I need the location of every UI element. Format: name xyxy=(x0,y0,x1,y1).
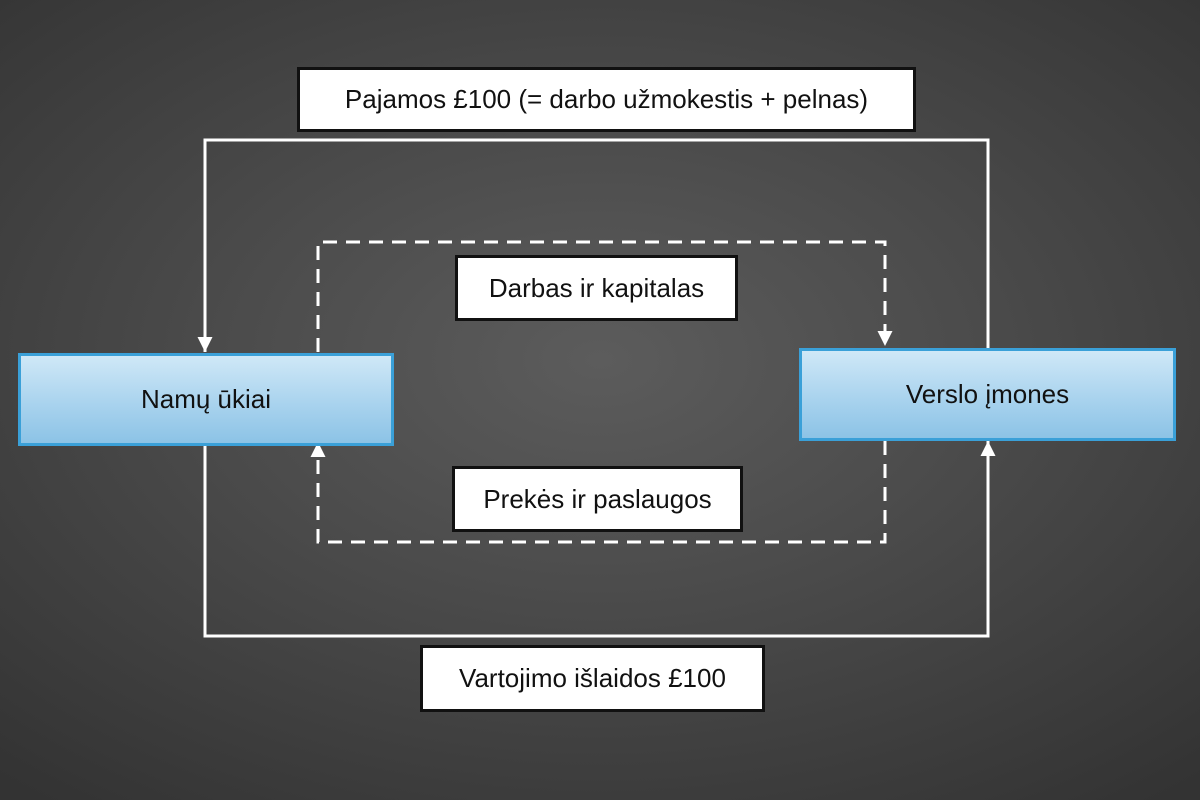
goods-flow-line xyxy=(310,441,887,544)
factors-label: Darbas ir kapitalas xyxy=(455,255,738,321)
spending-label: Vartojimo išlaidos £100 xyxy=(420,645,765,712)
firms-node: Verslo įmones xyxy=(799,348,1176,441)
income-label: Pajamos £100 (= darbo užmokestis + pelna… xyxy=(297,67,916,132)
income-flow-line xyxy=(197,138,990,352)
spending-flow-line xyxy=(203,441,996,638)
goods-label: Prekės ir paslaugos xyxy=(452,466,743,532)
factors-flow-line xyxy=(316,240,893,352)
households-node: Namų ūkiai xyxy=(18,353,394,446)
